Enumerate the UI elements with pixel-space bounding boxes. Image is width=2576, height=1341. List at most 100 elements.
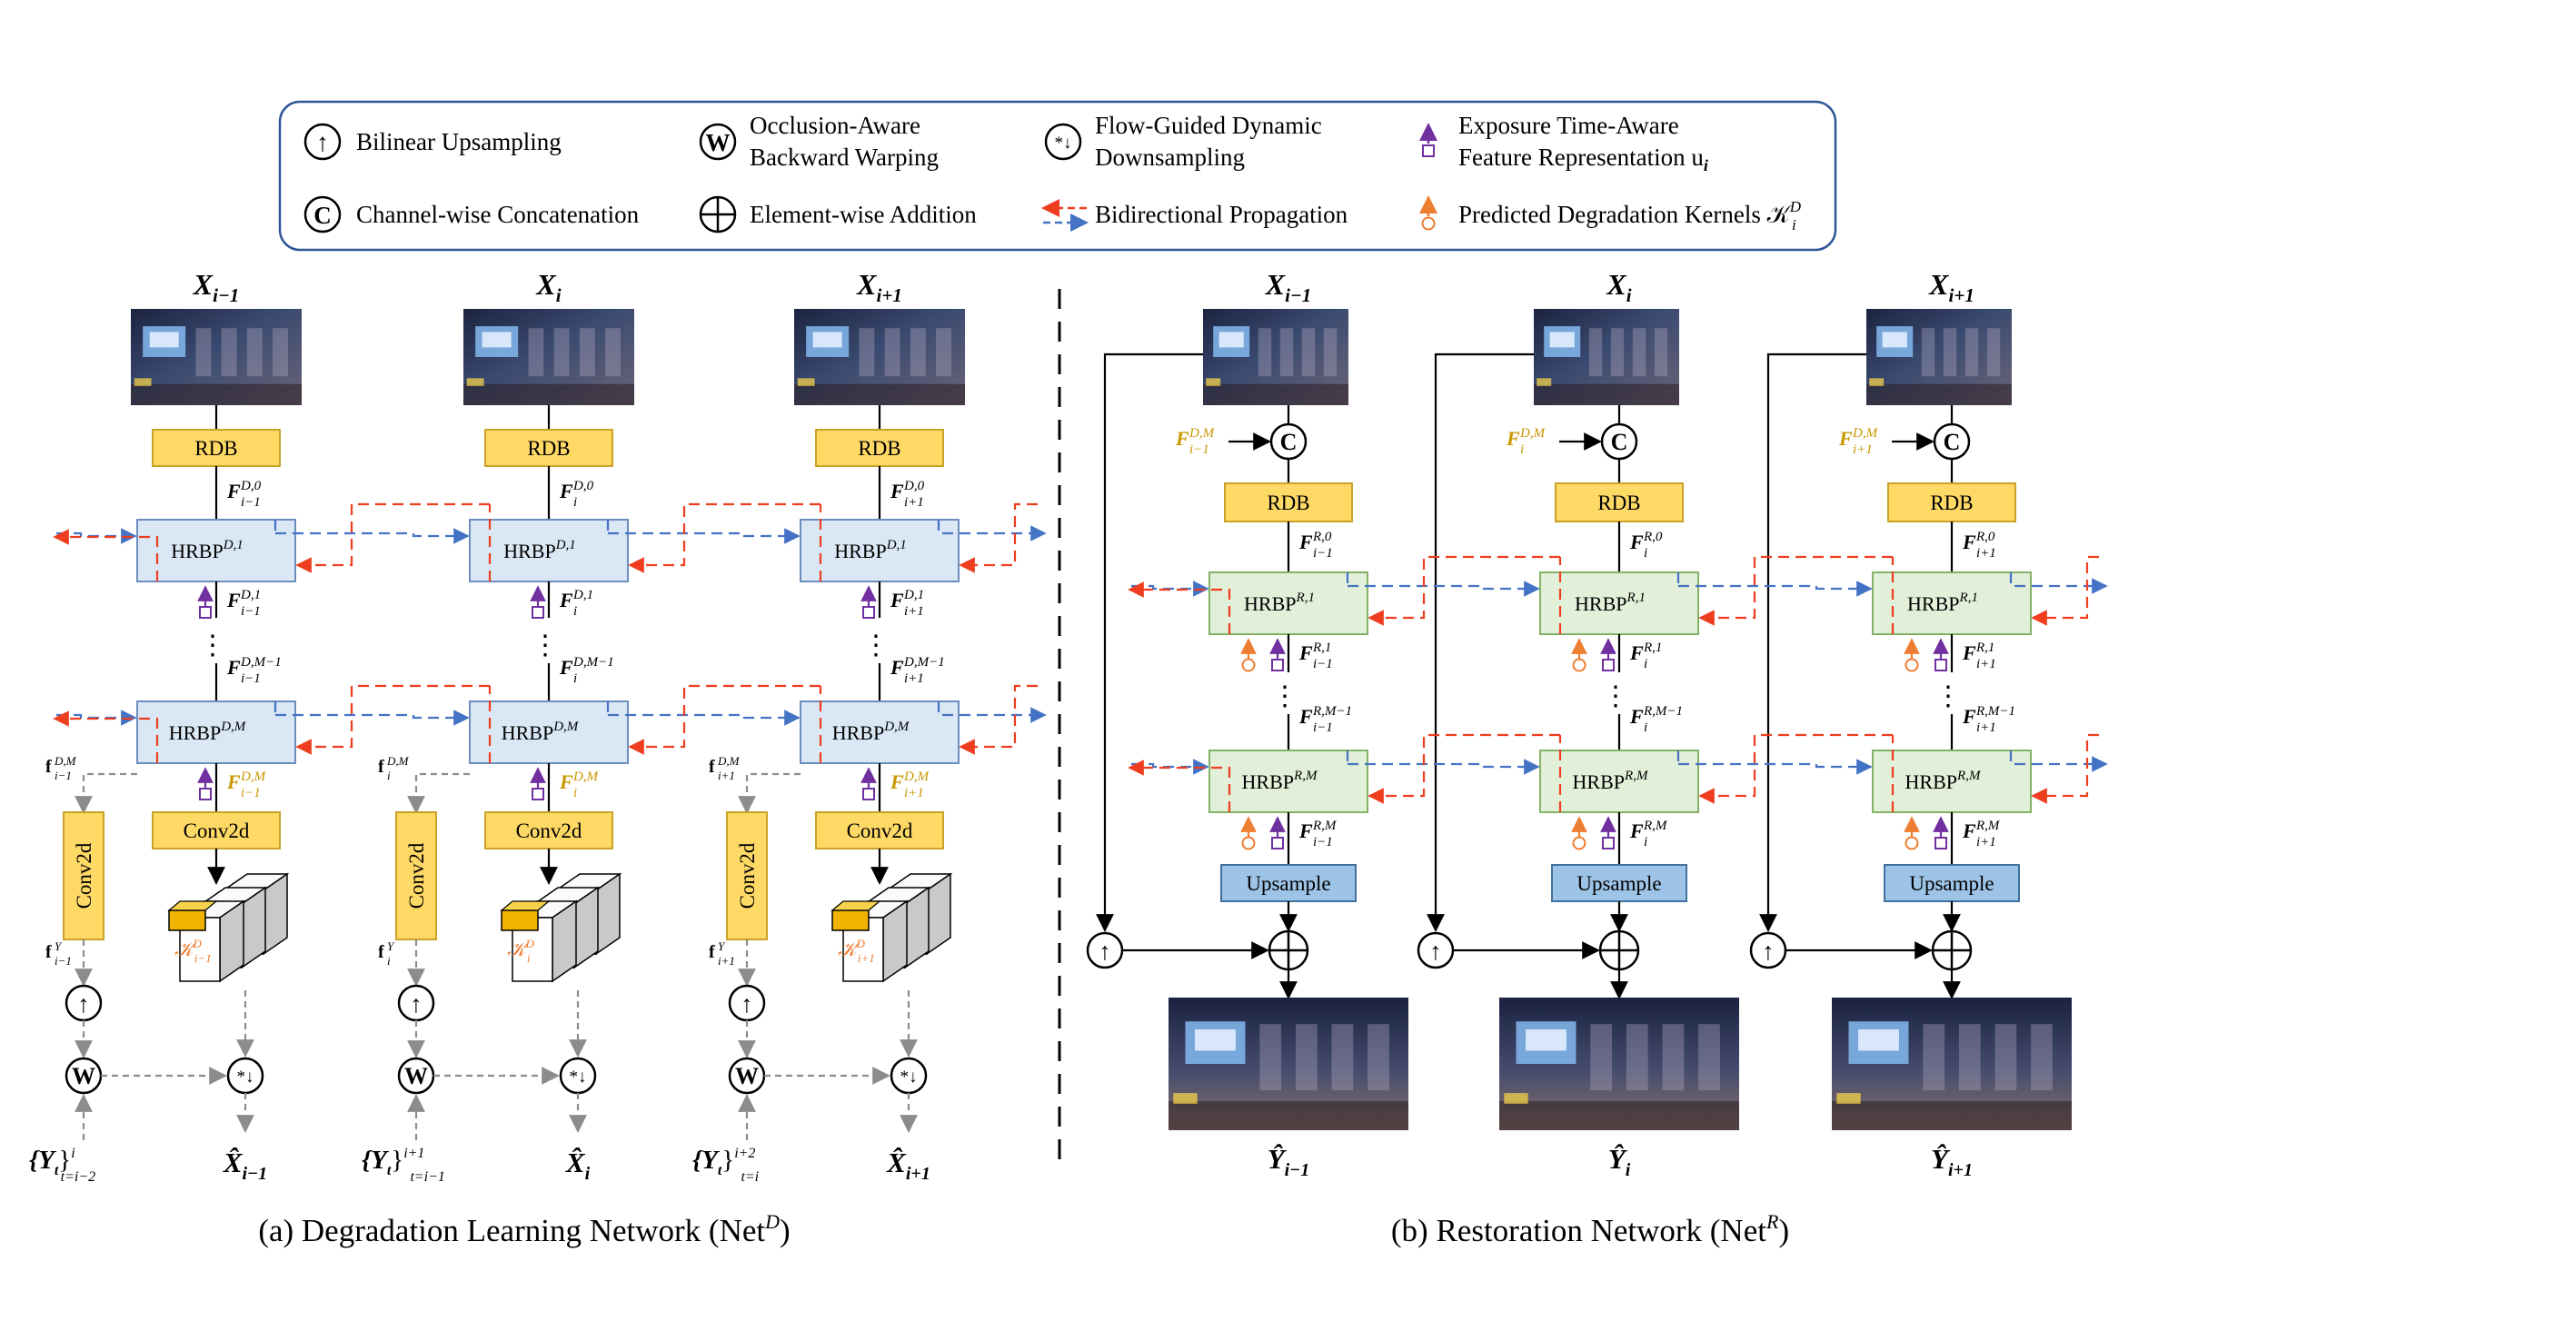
input-frame-image-window xyxy=(605,328,621,377)
degradation-kernel-icon xyxy=(1419,195,1437,231)
exposure-square xyxy=(862,606,875,619)
output-restored-frame-image-window xyxy=(1923,1024,1945,1091)
rdb-block: RDB xyxy=(152,429,281,467)
rdb-block-rect xyxy=(815,429,944,467)
small-f-branch-arrow xyxy=(738,772,801,814)
hrbp-block-r1: HRBPR,1 xyxy=(1208,571,1368,635)
input-frame-image-window xyxy=(195,328,212,377)
output-restored-frame-image-light xyxy=(1836,1093,1861,1104)
kernel-highlight xyxy=(168,909,206,931)
exposure-time-icon xyxy=(530,767,546,800)
legend-label-bidirectional: Bidirectional Propagation xyxy=(1095,201,1348,228)
legend: ↑ Bilinear Upsampling W Occlusion-Aware … xyxy=(278,100,1837,252)
legend-label-channel-concat: Channel-wise Concatenation xyxy=(356,201,640,228)
backward-warping-node: W xyxy=(728,1057,766,1095)
input-frame-image-window xyxy=(579,328,595,377)
bilinear-upsampling-node: ↑ xyxy=(1417,931,1455,969)
hrbp-block-r1: HRBPR,1 xyxy=(1539,571,1699,635)
concat-node-glyph: C xyxy=(1611,429,1628,455)
upsample-block-rect xyxy=(1220,864,1357,902)
input-frame-image-window xyxy=(1943,328,1957,377)
hrbp-block-dm-rect xyxy=(136,700,296,764)
forward-propagation-arrow xyxy=(1678,581,1873,597)
conv2d-vertical-label: Conv2d xyxy=(73,842,95,909)
bilinear-upsampling-node-glyph: ↑ xyxy=(1099,938,1111,965)
exposure-square xyxy=(199,788,212,800)
bilinear-upsampling-node-glyph: ↑ xyxy=(1429,938,1442,965)
backward-propagation-arrow xyxy=(1368,733,1560,804)
legend-item-backward-warping: W Occlusion-Aware Backward Warping xyxy=(699,112,939,171)
backward-propagation-arrow xyxy=(628,502,821,573)
output-restored-frame-image xyxy=(1499,998,1739,1130)
conv2d-vertical-label: Conv2d xyxy=(405,842,428,909)
vertical-ellipsis: ⋮ xyxy=(199,631,226,661)
legend-item-bidirectional: Bidirectional Propagation xyxy=(1041,199,1348,232)
input-frame-image-ground xyxy=(1203,383,1348,405)
hrbp-block-d1-label: HRBPD,1 xyxy=(503,538,576,562)
forward-propagation-arrow xyxy=(1348,759,1540,775)
output-restored-frame-image-light xyxy=(1504,1093,1528,1104)
kernel-circle xyxy=(1572,836,1586,850)
concat-node-glyph: C xyxy=(1280,429,1298,455)
forward-propagation-arrow xyxy=(1678,759,1873,775)
degradation-kernel-icon xyxy=(1240,816,1257,850)
conv2d-vertical-rect xyxy=(726,811,768,940)
output-restored-frame-image-window xyxy=(1626,1024,1648,1091)
input-frame-image-window xyxy=(910,328,926,377)
forward-propagation-arrow xyxy=(56,710,137,726)
concat-node-glyph: C xyxy=(1944,429,1961,455)
legend-label-bilinear-upsampling: Bilinear Upsampling xyxy=(356,128,562,155)
kernel-highlight-top xyxy=(500,900,551,911)
input-frame-image-ground xyxy=(131,383,302,405)
upsampling-glyph: ↑ xyxy=(316,129,329,157)
forward-propagation-arrow xyxy=(1131,759,1209,775)
input-frame-image-billboard-screen xyxy=(482,332,512,348)
exposure-time-icon xyxy=(197,585,214,619)
output-restored-frame-image-window xyxy=(1368,1024,1389,1091)
conv2d-vertical-block: Conv2d xyxy=(726,811,768,940)
hrbp-block-r1-rect xyxy=(1539,571,1699,635)
conv2d-block: Conv2d xyxy=(152,811,281,849)
legend-label-warping-line2: Backward Warping xyxy=(750,144,939,171)
exposure-time-icon xyxy=(1600,816,1616,849)
upsampling-circle-icon xyxy=(303,123,342,161)
hrbp-block-d1-rect xyxy=(136,519,296,582)
bilinear-upsampling-node-glyph: ↑ xyxy=(410,990,423,1018)
output-restored-frame-image-window xyxy=(1994,1024,2017,1091)
kernel-highlight-top xyxy=(830,900,881,911)
hrbp-block-r1-label: HRBPR,1 xyxy=(1907,591,1978,615)
exposure-square xyxy=(1602,837,1615,849)
input-frame-image-light xyxy=(466,378,484,386)
output-restored-frame-image-ground xyxy=(1169,1100,1408,1130)
conv2d-block-rect xyxy=(484,811,613,849)
exposure-square xyxy=(1271,659,1284,671)
dynamic-downsampling-node: *↓ xyxy=(226,1057,264,1095)
rdb-block-rect xyxy=(152,429,281,467)
exposure-time-icon xyxy=(1269,816,1286,849)
exposure-time-icon xyxy=(860,585,877,619)
input-frame-image-window xyxy=(936,328,951,377)
hrbp-block-rm-label: HRBPR,M xyxy=(1573,769,1649,793)
output-restored-frame-image-window xyxy=(2031,1024,2053,1091)
input-frame-image-billboard-screen xyxy=(149,332,179,348)
conv2d-vertical-block: Conv2d xyxy=(63,811,104,940)
hrbp-block-dm: HRBPD,M xyxy=(469,700,629,764)
upsample-block-label: Upsample xyxy=(1576,872,1661,895)
kernel-highlight xyxy=(501,909,539,931)
skip-connection-arrow xyxy=(1096,353,1203,932)
addition-circle-icon xyxy=(699,195,737,233)
input-frame-title: Xi xyxy=(1606,268,1631,306)
